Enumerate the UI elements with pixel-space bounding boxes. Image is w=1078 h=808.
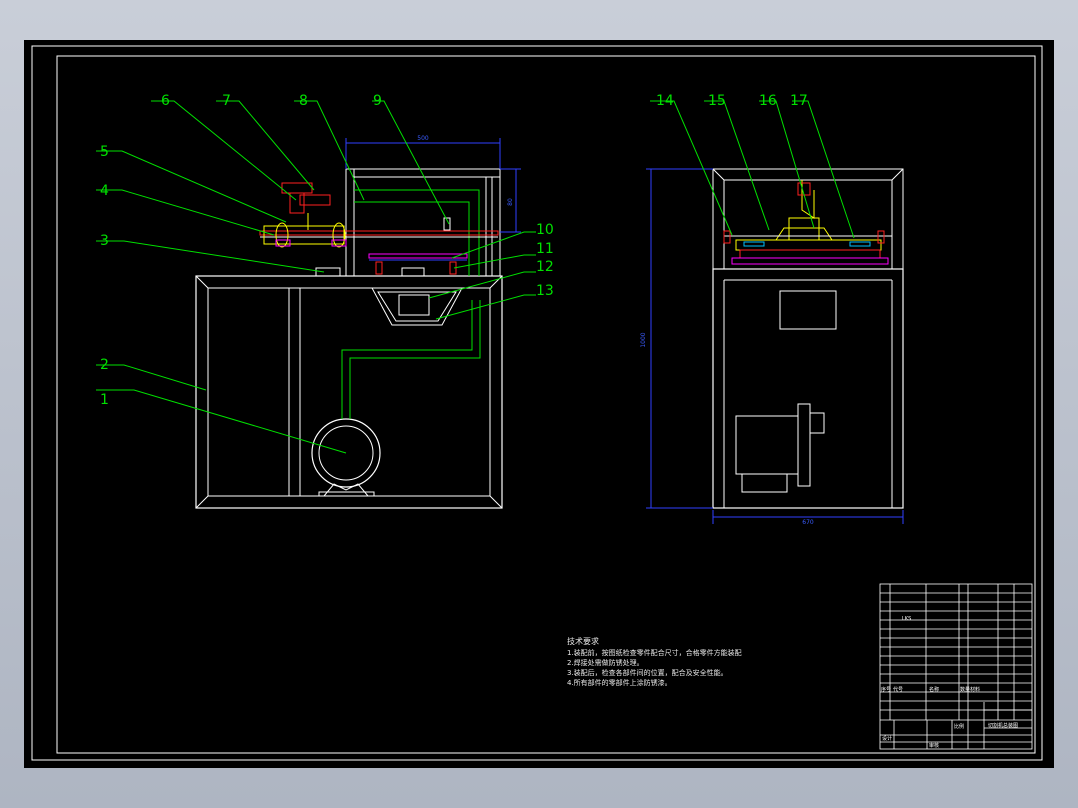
header-col-qty: 数量 — [960, 686, 970, 693]
part-label: 10 — [536, 222, 554, 238]
motor — [311, 418, 381, 497]
dim-side-height: 1000 — [640, 332, 647, 347]
part-label: 17 — [790, 93, 808, 109]
side-dimensions: 1000 670 — [640, 168, 904, 526]
title-block — [879, 583, 1033, 750]
outer-frame — [31, 45, 1043, 761]
part-label: 2 — [100, 357, 109, 373]
dim-front-height: 80 — [507, 198, 514, 206]
leader-lines — [96, 100, 855, 454]
hopper — [371, 287, 463, 326]
tech-item: 3.装配后，检查各部件间的位置，配合及安全性能。 — [567, 669, 728, 677]
inner-frame — [56, 55, 1036, 754]
dim-front-width: 500 — [417, 135, 429, 142]
base-frame-inner — [207, 287, 491, 497]
part-labels: 1 2 3 4 5 6 7 8 9 10 11 12 13 14 15 16 1… — [100, 93, 808, 408]
part-label: 13 — [536, 283, 554, 299]
base-frame-outer — [195, 275, 503, 509]
tech-item: 1.装配前，按图纸检查零件配合尺寸，合格零件方能装配 — [567, 649, 742, 657]
part-label: 9 — [373, 93, 382, 109]
side-base-frame — [712, 268, 904, 509]
part-label: 6 — [161, 93, 170, 109]
cutting-bar — [259, 230, 499, 236]
part-label: 8 — [299, 93, 308, 109]
dim-side-width: 670 — [802, 519, 814, 526]
checker-label: 审核 — [929, 742, 939, 749]
part-label: 1 — [100, 392, 109, 408]
technical-requirements: 技术要求 1.装配前，按图纸检查零件配合尺寸，合格零件方能装配 2.焊接处需做防… — [567, 637, 742, 688]
drawing-title: 切割机总装图 — [988, 722, 1018, 729]
front-view — [195, 168, 503, 509]
part-label: 5 — [100, 144, 109, 160]
header-col-material: 材料 — [970, 686, 980, 693]
part-label: 14 — [656, 93, 674, 109]
part-label: 11 — [536, 241, 554, 257]
part-label: 3 — [100, 233, 109, 249]
part-label: 12 — [536, 259, 554, 275]
side-upper-frame — [712, 168, 904, 270]
tech-item: 4.所有部件的零部件上涂防锈漆。 — [567, 679, 672, 687]
tech-item: 2.焊接处需做防锈处理。 — [567, 659, 644, 667]
cad-viewport[interactable]: 500 80 — [24, 40, 1054, 768]
part-code: LKS — [902, 616, 911, 622]
part-label: 7 — [222, 93, 231, 109]
assembly-drawing: 500 80 — [31, 45, 1043, 761]
side-work-head — [723, 180, 892, 265]
header-col-code: 代号 — [893, 686, 903, 693]
part-label: 16 — [759, 93, 777, 109]
scale-label: 比例 — [954, 723, 964, 730]
header-col-no: 序号 — [881, 686, 891, 693]
designer-label: 设计 — [882, 735, 892, 742]
tech-title: 技术要求 — [567, 637, 599, 646]
part-label: 15 — [708, 93, 726, 109]
front-dimensions: 500 80 — [345, 135, 521, 233]
side-view — [712, 168, 904, 509]
part-label: 4 — [100, 183, 109, 199]
title-block-text: 序号 代号 名称 数量 材料 LKS 切割机总装图 比例 设计 审核 — [881, 616, 1018, 749]
header-col-name: 名称 — [929, 686, 939, 693]
cutting-platform — [368, 253, 468, 259]
side-motor — [735, 415, 799, 475]
